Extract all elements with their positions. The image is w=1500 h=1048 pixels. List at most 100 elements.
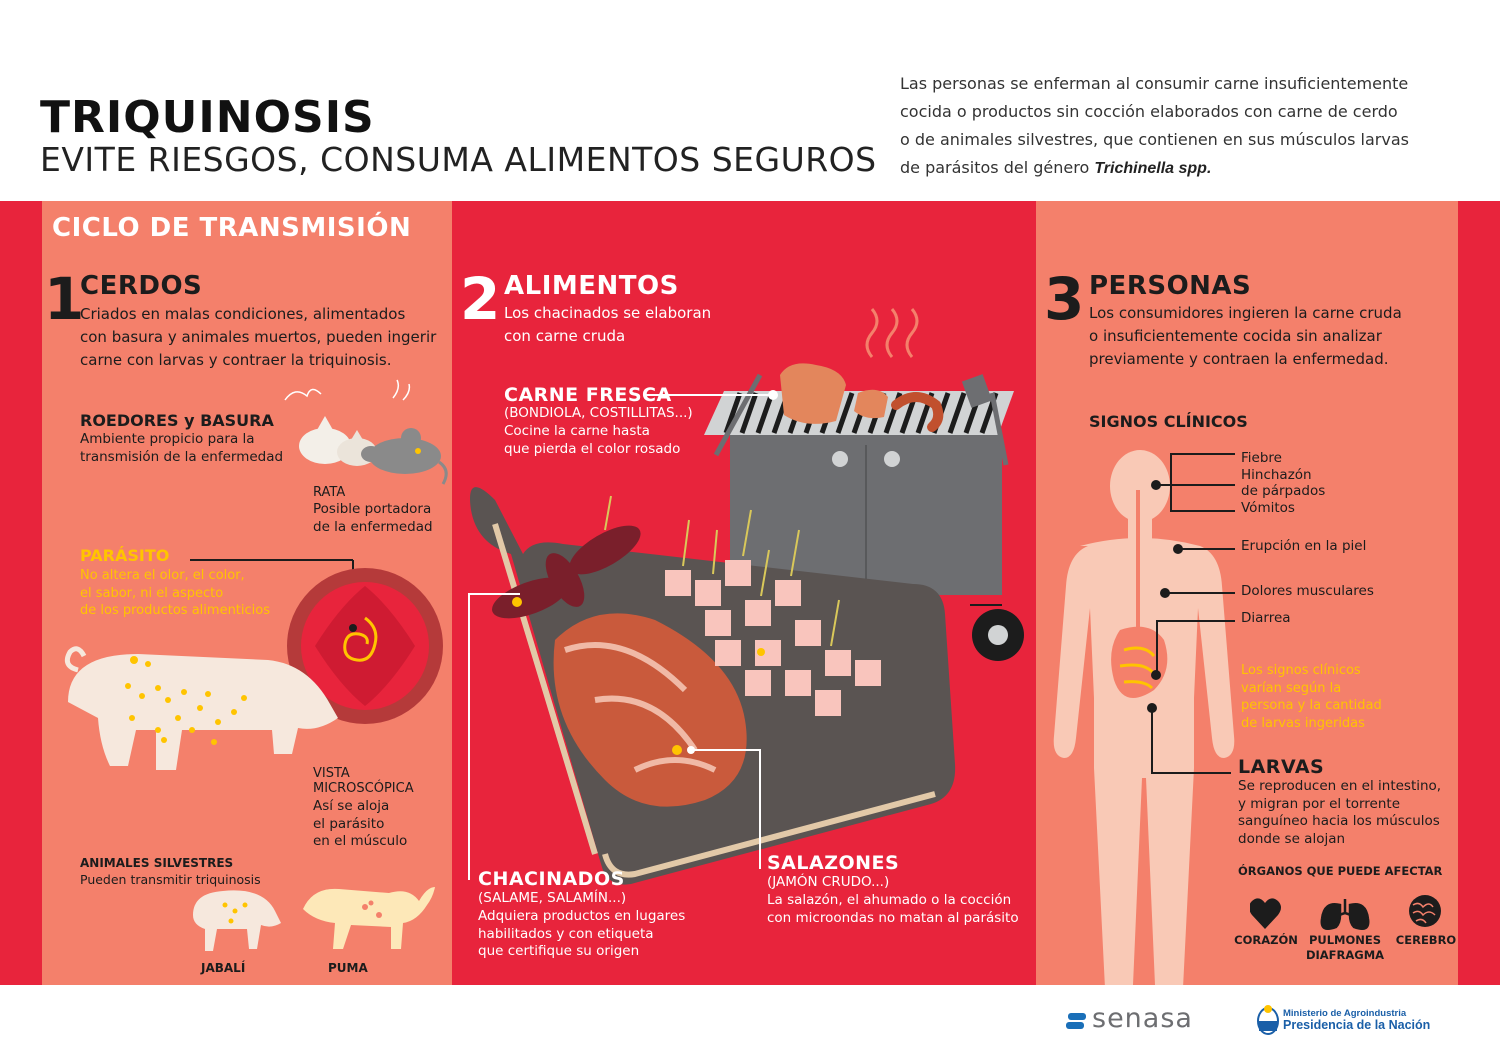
text-line: No altera el olor, el color, [80, 568, 245, 583]
sign-dot [1147, 703, 1157, 713]
pig-icon [64, 646, 338, 770]
intro-line: cocida o productos sin cocción elaborado… [900, 102, 1398, 121]
fresh-leader-line [646, 394, 774, 396]
text-line: Se reproducen en el intestino, [1238, 778, 1442, 794]
cutting-board-illustration [470, 487, 956, 885]
chac-leader-v [468, 593, 470, 880]
chac-sub: (SALAME, SALAMÍN...) [478, 890, 627, 906]
parasite-title: PARÁSITO [80, 546, 170, 565]
text-line: el sabor, ni el aspecto [80, 585, 224, 601]
section2-title: ALIMENTOS [504, 271, 679, 301]
chac-leader-h [468, 593, 520, 595]
text-line: VISTA [313, 766, 350, 781]
presidency-text: Presidencia de la Nación [1283, 1018, 1431, 1032]
boar-label: JABALÍ [201, 961, 246, 975]
pork-cubes [665, 560, 881, 716]
section2-number: 2 [460, 265, 501, 333]
page-title: TRIQUINOSIS [40, 92, 375, 143]
sign-dot [1151, 670, 1161, 680]
sign-diarrea: Diarrea [1241, 610, 1291, 626]
fresh-text: Cocine la carne hasta que pierda el colo… [504, 423, 680, 458]
sign-hinchazon: Hinchazón [1241, 466, 1312, 483]
text-line: MICROSCÓPICA [313, 781, 414, 796]
sign-leader [1156, 620, 1158, 674]
heart-icon [1250, 898, 1281, 929]
text-line: y migran por el torrente [1238, 795, 1401, 812]
sign-leader [1179, 548, 1235, 550]
rat-icon [361, 428, 448, 485]
text-line: con carne cruda [504, 327, 626, 345]
sign-dot [1160, 588, 1170, 598]
text-line: previamente y contraen la enfermedad. [1089, 350, 1389, 368]
text-line: Cocine la carne hasta [504, 423, 650, 439]
organs-title: ÓRGANOS QUE PUEDE AFECTAR [1238, 864, 1443, 878]
wild-title: ANIMALES SILVESTRES [80, 856, 234, 870]
organ-brain-label: CEREBRO [1395, 933, 1457, 947]
vary-text: Los signos clínicos varían según la pers… [1241, 662, 1382, 732]
wild-animals-illustration [193, 887, 435, 951]
sal-leader-h [692, 749, 760, 751]
lungs-icon [1320, 899, 1370, 930]
sign-leader [1170, 453, 1235, 455]
sal-title: SALAZONES [767, 852, 900, 874]
pig-illustration [64, 646, 338, 770]
sign-leader [1166, 592, 1235, 594]
sign-parpados: de párpados [1241, 483, 1326, 499]
rodents-text: Ambiente propicio para la transmisión de… [80, 431, 283, 466]
text-line: de larvas ingeridas [1241, 715, 1365, 731]
organ-heart-label: CORAZÓN [1234, 933, 1298, 947]
text-line: varían según la [1241, 680, 1342, 696]
senasa-logo-text: senasa [1092, 1003, 1193, 1034]
text-line: Los consumidores ingieren la carne cruda [1089, 304, 1402, 322]
text-line: habilitados y con etiqueta [478, 925, 654, 942]
text-line: Ambiente propicio para la [80, 431, 255, 447]
text-line: Los chacinados se elaboran [504, 304, 712, 322]
rodents-title: ROEDORES y BASURA [80, 411, 274, 430]
text-line: transmisión de la enfermedad [80, 448, 284, 465]
signs-top-group: Fiebre Hinchazón de párpados Vómitos [1241, 450, 1325, 516]
chac-title: CHACINADOS [478, 868, 625, 890]
larvae-leader [1151, 704, 1153, 774]
puma-icon [303, 887, 435, 949]
page-subtitle: EVITE RIESGOS, CONSUMA ALIMENTOS SEGUROS [40, 140, 877, 179]
sal-text: La salazón, el ahumado o la cocción con … [767, 892, 1019, 927]
intro-paragraph: Las personas se enferman al consumir car… [900, 70, 1460, 183]
section1-text: Criados en malas condiciones, alimentado… [80, 303, 450, 372]
text-line: persona y la cantidad [1241, 698, 1382, 713]
footer [0, 985, 1500, 1048]
brain-icon [1409, 895, 1441, 927]
text-line: Así se aloja [313, 798, 390, 814]
text-line: o insuficientemente cocida sin analizar [1089, 327, 1382, 345]
chac-text: Adquiera productos en lugares habilitado… [478, 908, 685, 961]
section1-title: CERDOS [80, 271, 203, 301]
sal-sub: (JAMÓN CRUDO...) [767, 874, 890, 890]
national-seal-icon [1257, 1005, 1279, 1035]
sign-leader [1170, 510, 1235, 512]
intro-last-prefix: de parásitos del género [900, 158, 1095, 177]
text-line: en el músculo [313, 833, 408, 849]
fresh-sub: (BONDIOLA, COSTILLITAS...) [504, 405, 693, 421]
sign-leader [1170, 484, 1235, 486]
species-name: Trichinella spp. [1094, 160, 1212, 177]
boar-icon [193, 890, 281, 951]
rodents-garbage-illustration [284, 379, 448, 485]
puma-label: PUMA [328, 961, 368, 975]
sign-leader [1157, 484, 1170, 486]
section3-number: 3 [1044, 265, 1085, 333]
rat-text: Posible portadora de la enfermedad [313, 501, 433, 536]
micro-title: VISTA MICROSCÓPICA [313, 766, 414, 796]
larvae-leader [1151, 772, 1231, 774]
signs-title: SIGNOS CLÍNICOS [1089, 412, 1248, 431]
sal-leader-v [759, 749, 761, 869]
text-line: Adquiera productos en lugares [478, 908, 686, 924]
text-line: donde se alojan [1238, 830, 1346, 847]
text-line: con basura y animales muertos, pueden in… [80, 328, 437, 346]
microscope-view-icon [287, 568, 443, 724]
section2-text: Los chacinados se elaboran con carne cru… [504, 302, 711, 348]
text-line: que pierda el color rosado [504, 440, 681, 457]
intro-line: o de animales silvestres, que contienen … [900, 130, 1409, 149]
text-line: que certifique su origen [478, 943, 640, 959]
sign-leader [1170, 453, 1172, 511]
text-line: de la enfermedad [313, 518, 433, 535]
sign-dot [1151, 480, 1161, 490]
